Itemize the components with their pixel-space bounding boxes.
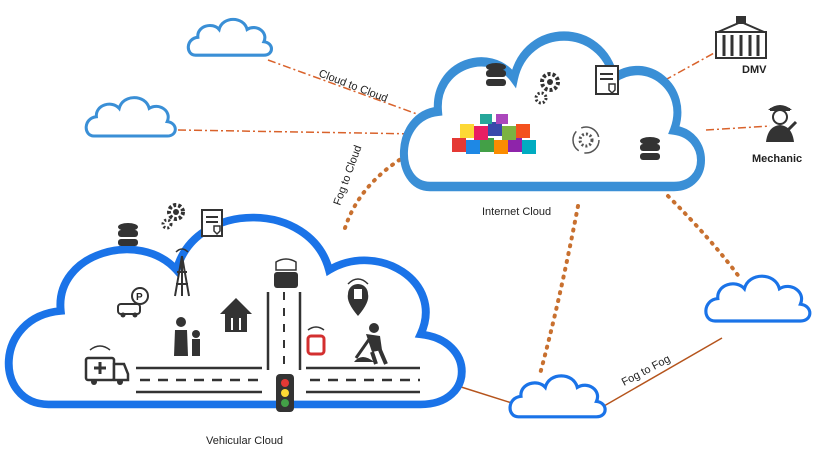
road-vertical: [266, 292, 302, 370]
tower-icon: [174, 248, 190, 297]
mechanic-link: [705, 125, 771, 131]
fuel-icon: [347, 278, 369, 316]
certificate-icon: [201, 209, 223, 237]
fog-cloud-bottom: [508, 374, 607, 419]
internet-fog-link: [538, 204, 580, 376]
car-icon: [274, 258, 298, 288]
internet-cloud: [404, 36, 701, 186]
house-icon: [220, 298, 252, 332]
database-icon: [640, 137, 660, 160]
roadsign-icon: [306, 326, 326, 356]
road-horizontal-right: [306, 366, 420, 394]
database-icon: [118, 223, 138, 246]
fog-cloud-right: [704, 274, 812, 323]
dmv-building-icon: [715, 16, 767, 59]
family-icon: [174, 317, 200, 356]
certificate-icon: [595, 65, 619, 95]
worker-icon: [354, 323, 388, 365]
gears-icon: [161, 203, 185, 230]
fog-to-fog-link: [603, 337, 723, 407]
vehicular-fog-link: [457, 385, 516, 405]
small-cloud-top: [186, 17, 274, 57]
cloud-to-cloud-label: Cloud to Cloud: [317, 68, 389, 105]
cloud-to-cloud-link: [267, 59, 429, 119]
vehicular-cloud-label: Vehicular Cloud: [206, 435, 283, 447]
parking-icon: P: [117, 287, 149, 318]
internet-cloud-label: Internet Cloud: [482, 206, 551, 218]
sync-gear-icon: [572, 126, 600, 154]
cubes-icon: [452, 114, 536, 154]
small-cloud-left: [84, 96, 177, 138]
traffic-light-icon: [276, 374, 294, 412]
svg-text:P: P: [136, 292, 143, 303]
mechanic-label: Mechanic: [752, 153, 802, 165]
gears-icon: [534, 72, 560, 105]
internet-fog-right-link: [666, 194, 742, 280]
dmv-link: [635, 51, 717, 97]
database-icon: [486, 63, 506, 86]
dmv-label: DMV: [742, 64, 767, 76]
mechanic-icon: [766, 105, 798, 142]
ambulance-icon: [84, 345, 130, 385]
small-cloud-link: [177, 129, 421, 135]
road-horizontal-left: [136, 366, 262, 394]
